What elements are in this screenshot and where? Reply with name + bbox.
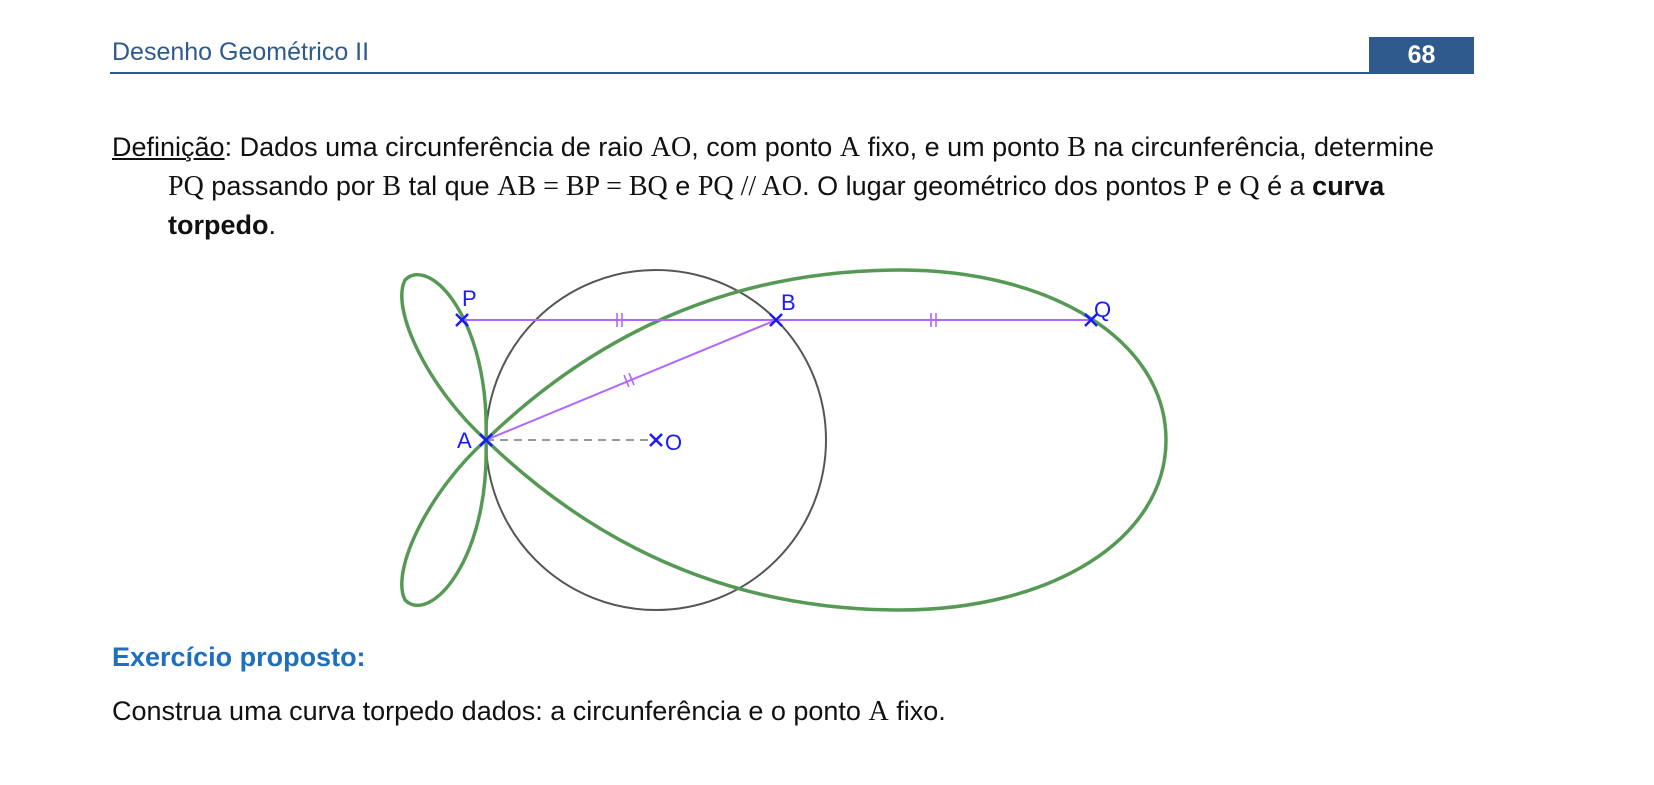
label-b: B [781, 290, 796, 315]
math-segment-ao: AO [650, 132, 692, 163]
definition-text: e [1209, 171, 1240, 201]
definition-term: Definição [112, 132, 225, 162]
math-segment-pq: PQ [168, 171, 204, 202]
point-p-marker [455, 313, 469, 327]
point-a-marker [479, 433, 493, 447]
label-q: Q [1094, 297, 1111, 322]
torpedo-curve-upper-petal [400, 273, 488, 442]
math-point-a: A [839, 132, 861, 163]
exercise-text-part: fixo. [888, 696, 946, 726]
point-o-marker [649, 433, 663, 447]
torpedo-curve-figure: P B Q A O [400, 268, 1168, 612]
exercise-heading: Exercício proposto: [112, 642, 366, 672]
torpedo-curve-main-loop [484, 268, 1168, 612]
definition-text: : Dados uma circunferência de raio [224, 132, 651, 162]
definition-bold-term: curva torpedo [168, 171, 1385, 240]
tick-marks-bp [616, 313, 623, 327]
definition-text: passando por [203, 171, 383, 201]
point-b-marker [769, 313, 783, 327]
math-equality: AB = BP = BQ [497, 171, 668, 202]
tick-marks-ab [623, 372, 635, 388]
definition-text: , com ponto [691, 132, 840, 162]
definition-text: e [667, 171, 698, 201]
segment-ab [485, 319, 777, 441]
definition-text: é a [1259, 171, 1313, 201]
definition-text: . [268, 210, 277, 240]
math-parallel: PQ // AO [697, 171, 803, 202]
math-point-b: B [382, 171, 402, 202]
header-rule [110, 72, 1474, 74]
page-number: 68 [1369, 37, 1474, 73]
header-title: Desenho Geométrico II [112, 38, 370, 66]
label-o: O [665, 430, 682, 455]
point-q-marker [1084, 313, 1098, 327]
definition-text: na circunferência, determine [1085, 132, 1435, 162]
math-point-b: B [1067, 132, 1086, 163]
math-point-a: A [868, 696, 889, 727]
exercise-text-part: Construa uma curva torpedo dados: a circ… [112, 696, 869, 726]
exercise-text: Construa uma curva torpedo dados: a circ… [112, 696, 946, 728]
math-point-q: Q [1239, 171, 1260, 202]
tick-marks-bq [930, 313, 937, 327]
definition-text: tal que [401, 171, 498, 201]
definition-paragraph: Definição: Dados uma circunferência de r… [112, 128, 1472, 245]
definition-text: . O lugar geométrico dos pontos [802, 171, 1194, 201]
math-point-p: P [1193, 171, 1210, 202]
label-p: P [462, 286, 477, 311]
torpedo-curve-lower-petal [400, 438, 488, 607]
definition-text: fixo, e um ponto [860, 132, 1068, 162]
label-a: A [457, 428, 472, 453]
